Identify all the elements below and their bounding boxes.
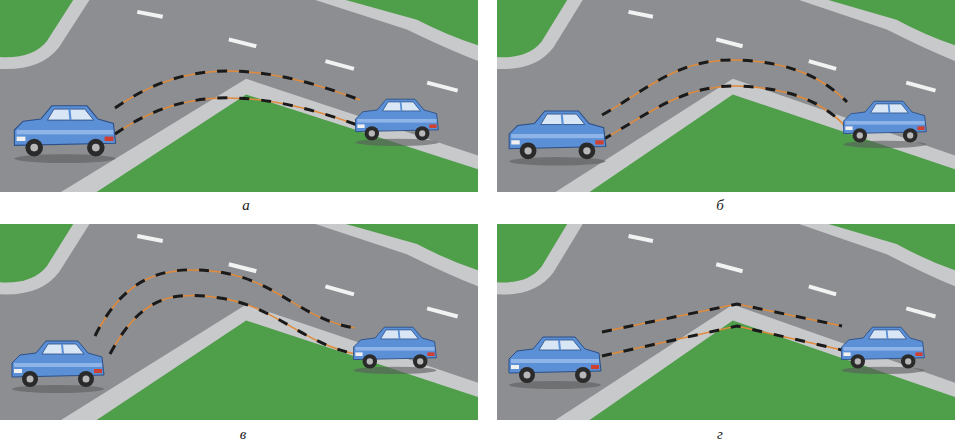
panel-label: б (716, 198, 724, 213)
panel-label: в (240, 427, 247, 442)
panel-b (497, 0, 955, 192)
panel-label: а (242, 198, 250, 213)
panel-c (0, 224, 478, 420)
panel-d (497, 224, 955, 420)
panel-a (0, 0, 478, 192)
panel-label: г (717, 427, 723, 442)
